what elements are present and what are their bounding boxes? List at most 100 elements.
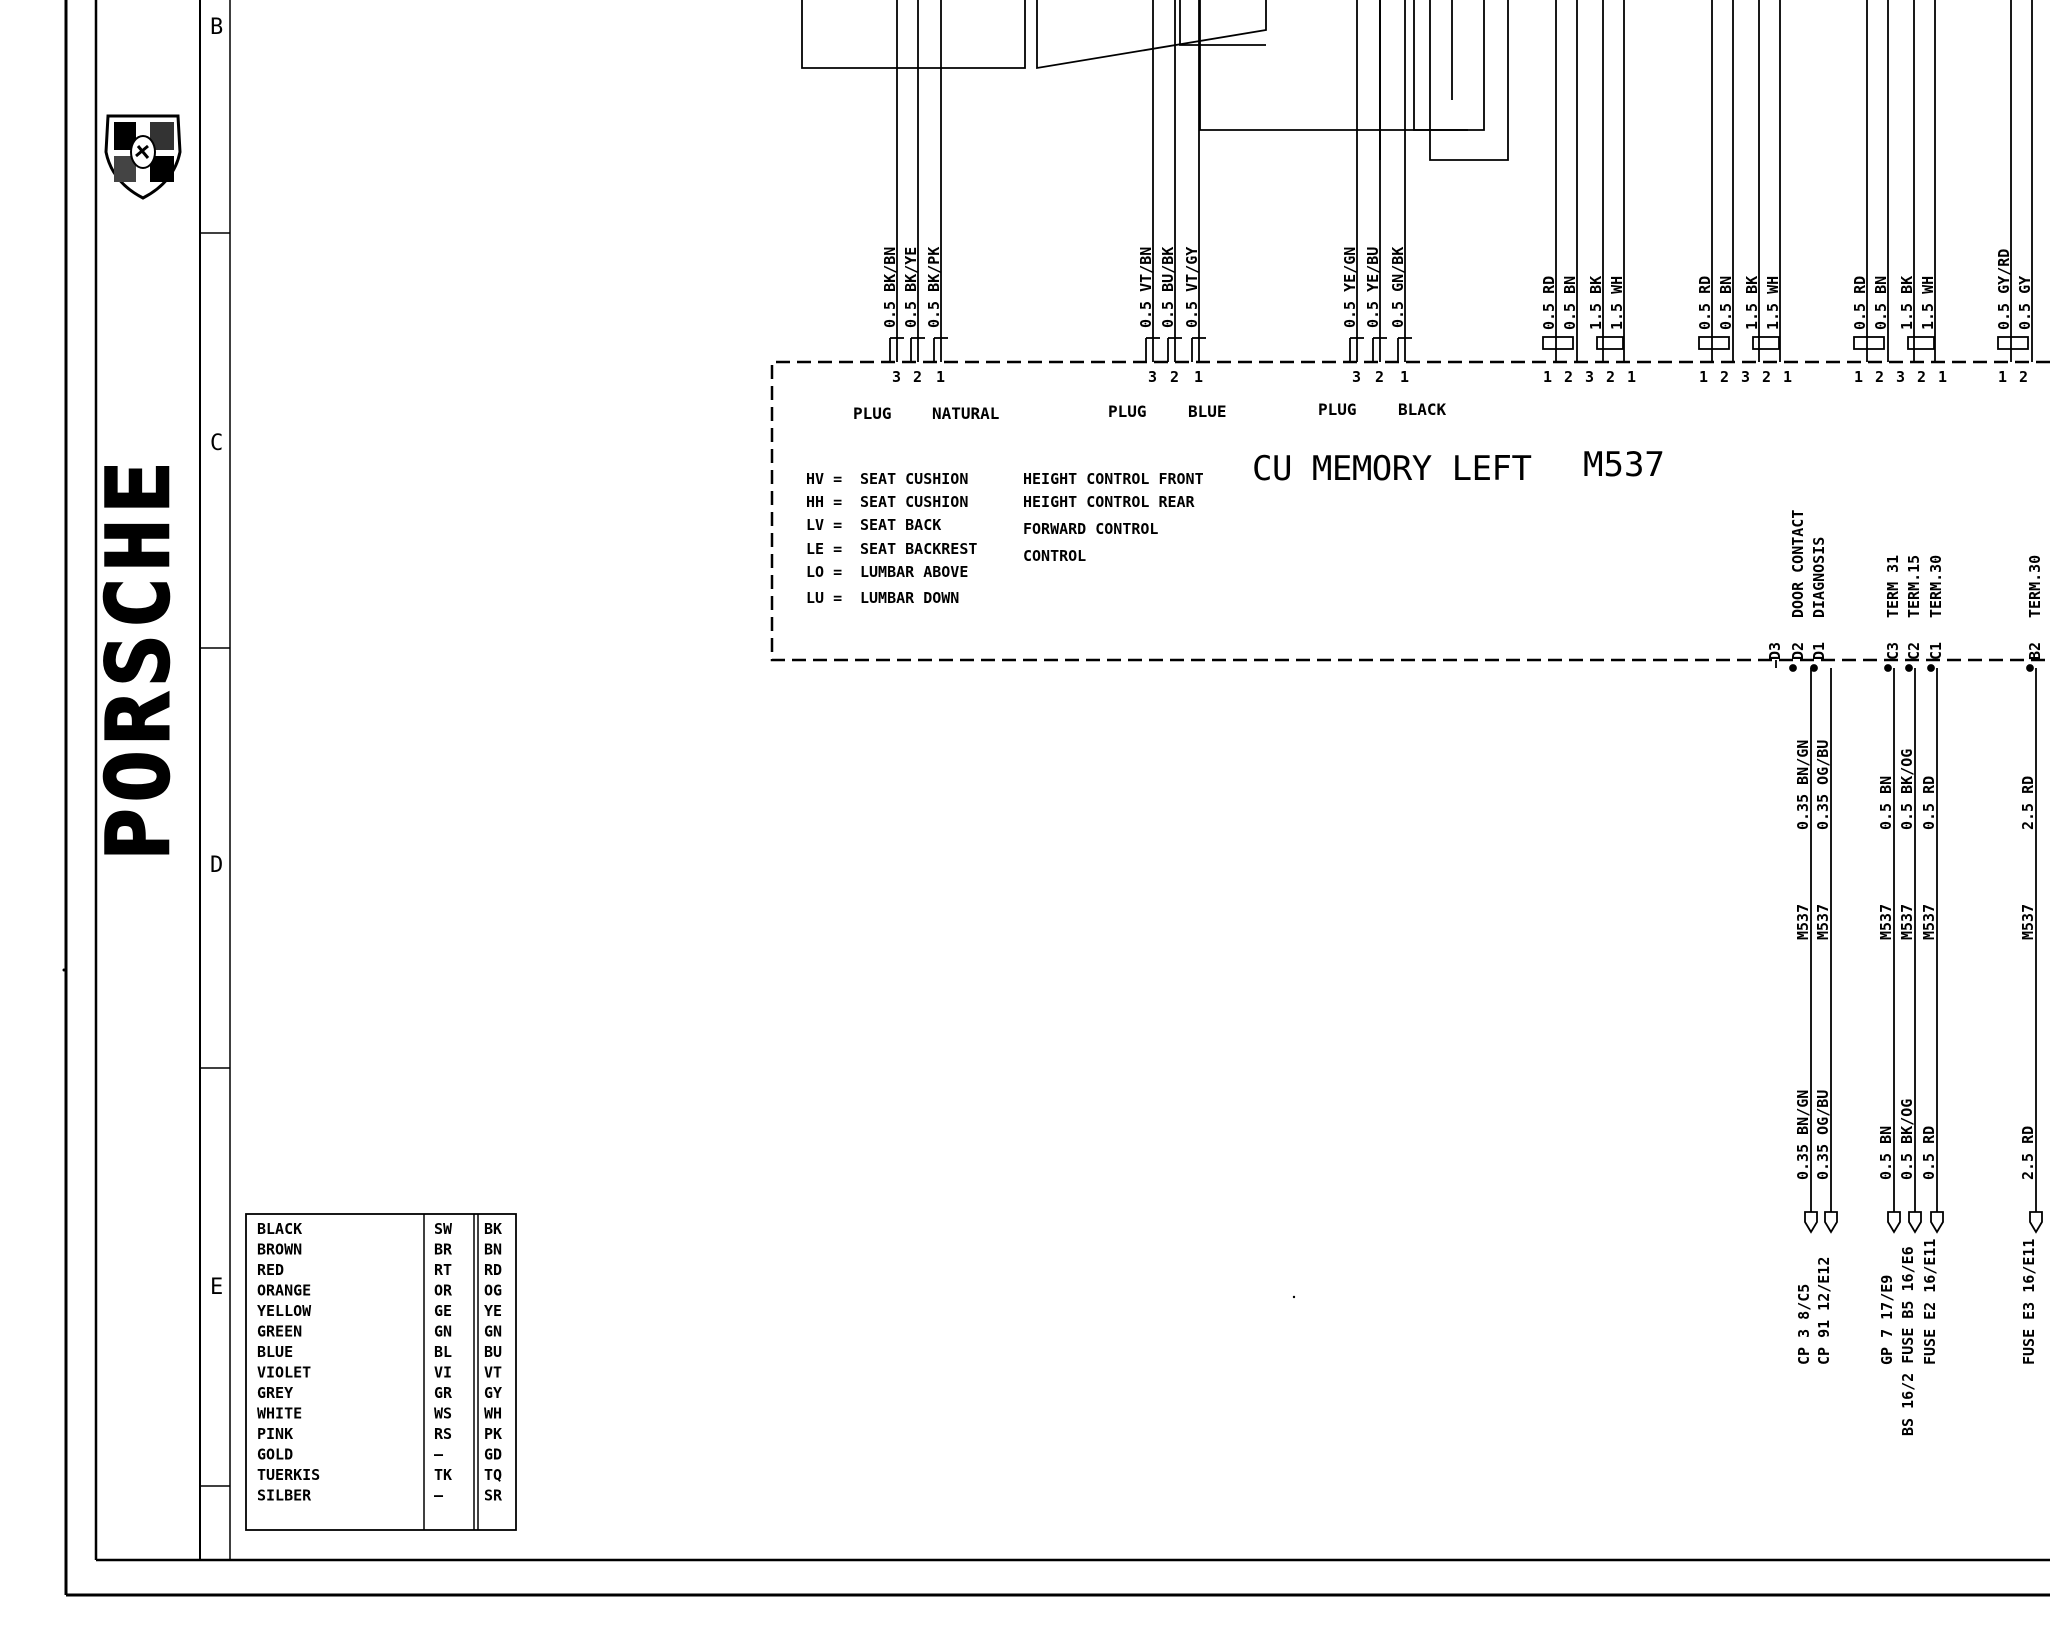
terminal-name: TERM.30 xyxy=(2026,555,2044,618)
legend-english-code: TQ xyxy=(484,1466,502,1484)
terminal-dot xyxy=(1789,664,1797,672)
legend-english-code: RD xyxy=(484,1261,502,1279)
control-desc: HEIGHT CONTROL FRONT xyxy=(1023,470,1204,488)
legend-color-name: GOLD xyxy=(257,1446,293,1464)
terminal-pin: B2 xyxy=(2026,642,2044,660)
legend-german-code: — xyxy=(434,1487,444,1505)
pin-number: 3 xyxy=(1741,368,1750,386)
connector-destination: CP 91 12/E12 xyxy=(1815,1257,1833,1365)
abbr-desc: SEAT BACKREST xyxy=(860,540,977,558)
pin-number: 1 xyxy=(936,368,945,386)
legend-german-code: SW xyxy=(434,1220,453,1238)
upper-wire-group xyxy=(801,0,2033,362)
lower-wire-ref: M537 xyxy=(1898,904,1916,940)
lower-wire-label: 0.35 BN/GN xyxy=(1794,1090,1812,1180)
legend-german-code: VI xyxy=(434,1364,452,1382)
motor-wire-label: 0.5 RD xyxy=(1540,276,1558,330)
abbr-code: LE = xyxy=(806,540,842,558)
motor-wire-label: 1.5 BK xyxy=(1898,276,1916,330)
motor-wire-label: 0.5 RD xyxy=(1851,276,1869,330)
motor-wire-label: 1.5 WH xyxy=(1608,276,1626,330)
control-desc: HEIGHT CONTROL REAR xyxy=(1023,493,1196,511)
pin-number: 2 xyxy=(2019,368,2028,386)
terminal-name: TERM.30 xyxy=(1927,555,1945,618)
abbr-desc: SEAT CUSHION xyxy=(860,493,968,511)
plug-2-label: PLUG xyxy=(1108,402,1147,421)
pin-number: 1 xyxy=(1627,368,1636,386)
terminal-name: TERM 31 xyxy=(1884,555,1902,618)
control-unit-title: CU MEMORY LEFT M537 xyxy=(1252,445,1665,489)
pin-number: 2 xyxy=(913,368,922,386)
abbr-desc: LUMBAR DOWN xyxy=(860,589,959,607)
legend-english-code: WH xyxy=(484,1405,502,1423)
row-label-d: D xyxy=(210,853,223,878)
legend-german-code: RT xyxy=(434,1261,452,1279)
porsche-crest-logo xyxy=(104,114,182,200)
lower-wire-label: 2.5 RD xyxy=(2019,1126,2037,1180)
plug-1-color: NATURAL xyxy=(932,404,999,423)
wire-label: 0.5 BK/BN xyxy=(881,247,899,328)
pin-number: 1 xyxy=(1543,368,1552,386)
pin-number: 2 xyxy=(1720,368,1729,386)
motor-wire-label: 0.5 RD xyxy=(1696,276,1714,330)
motor-connector xyxy=(1596,336,1624,350)
legend-english-code: PK xyxy=(484,1425,502,1443)
legend-color-name: SILBER xyxy=(257,1487,312,1505)
control-unit-box xyxy=(770,360,2050,662)
connector-destination: FUSE E2 16/E11 xyxy=(1921,1239,1939,1365)
row-label-e: E xyxy=(210,1275,223,1300)
connector-arrow xyxy=(1887,1211,1901,1234)
legend-english-code: OG xyxy=(484,1282,502,1300)
routing-line xyxy=(1199,0,1485,131)
lower-wire-ref: M537 xyxy=(1794,904,1812,940)
lower-wire-ref: M537 xyxy=(1877,904,1895,940)
terminal-pin: C1 xyxy=(1927,642,1945,660)
legend-english-code: BK xyxy=(484,1220,502,1238)
terminal-dot xyxy=(1884,664,1892,672)
legend-german-code: OR xyxy=(434,1282,453,1300)
control-desc: CONTROL xyxy=(1023,547,1086,565)
connector-arrow xyxy=(2029,1211,2043,1234)
abbr-code: LU = xyxy=(806,589,842,607)
motor-wire-label: 1.5 BK xyxy=(1587,276,1605,330)
abbr-code: HH = xyxy=(806,493,842,511)
legend-english-code: BU xyxy=(484,1343,502,1361)
terminal-name: DIAGNOSIS xyxy=(1810,537,1828,618)
abbr-code: LO = xyxy=(806,563,842,581)
pin-number: 1 xyxy=(1854,368,1863,386)
legend-color-name: BLACK xyxy=(257,1220,302,1238)
cu-code: M537 xyxy=(1583,445,1665,485)
terminal-dot xyxy=(2026,664,2034,672)
motor-wire-label: 0.5 BN xyxy=(1561,276,1579,330)
wire-label: 0.5 YE/BU xyxy=(1364,247,1382,328)
pin-number: 2 xyxy=(1375,368,1384,386)
legend-color-name: ORANGE xyxy=(257,1282,311,1300)
plug-3-label: PLUG xyxy=(1318,400,1357,419)
pin-number: 3 xyxy=(1585,368,1594,386)
legend-color-name: WHITE xyxy=(257,1405,302,1423)
wire-label: 0.5 VT/GY xyxy=(1183,247,1201,328)
plug-1-label: PLUG xyxy=(853,404,892,423)
pin-number: 1 xyxy=(1938,368,1947,386)
legend-color-name: PINK xyxy=(257,1425,293,1443)
motor-connector xyxy=(1542,336,1574,350)
legend-german-code: GR xyxy=(434,1384,453,1402)
legend-german-code: GN xyxy=(434,1323,452,1341)
lower-wire-label: 0.5 BN xyxy=(1877,776,1895,830)
motor-wire-label: 1.5 BK xyxy=(1743,276,1761,330)
routing-line xyxy=(1429,0,1509,161)
lower-wire-label: 0.5 BK/OG xyxy=(1898,749,1916,830)
lower-wire-label: 0.5 BN xyxy=(1877,1126,1895,1180)
scan-dot xyxy=(62,968,66,972)
connector-destination: CP 3 8/C5 xyxy=(1795,1284,1813,1365)
wire-label: 0.5 BU/BK xyxy=(1159,247,1177,328)
lower-wire-label: 2.5 RD xyxy=(2019,776,2037,830)
motor-connector xyxy=(1698,336,1730,350)
legend-color-name: BROWN xyxy=(257,1241,302,1259)
legend-german-code: BL xyxy=(434,1343,452,1361)
lower-wire-label: 0.5 RD xyxy=(1920,776,1938,830)
connector-arrow xyxy=(1824,1211,1838,1234)
